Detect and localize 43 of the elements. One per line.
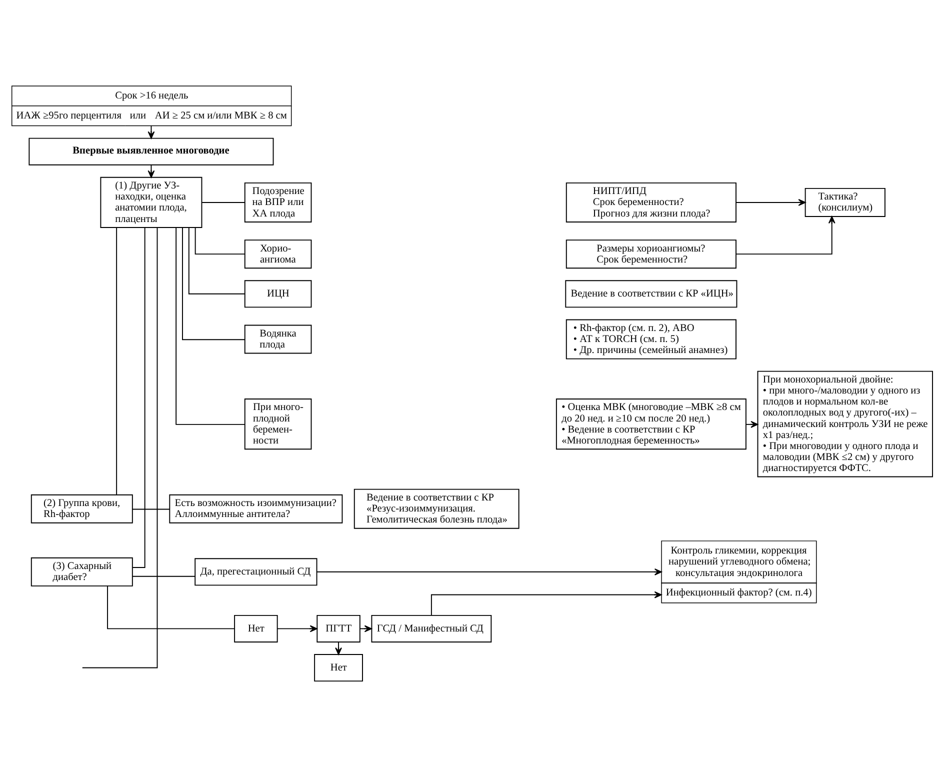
node-box: ПГТТ — [316, 614, 360, 642]
connector — [182, 227, 246, 340]
connector — [107, 585, 235, 630]
arrow — [335, 642, 342, 655]
node-box: НИПТ/ИПД Срок беременности? Прогноз для жизни плода? — [566, 182, 736, 222]
arrow — [746, 420, 758, 428]
node-box: Размеры хориоангиомы? Срок беременности? — [566, 240, 736, 269]
node-box: Подозрение на ВПР или ХА плода — [244, 182, 312, 222]
connector — [116, 227, 118, 496]
arrow — [736, 216, 836, 255]
node-box: При много-плодной беремен-ности — [244, 398, 312, 450]
node-box: (3) Сахарный диабет? — [30, 557, 133, 586]
node-box: Хорио-ангиома — [244, 240, 312, 269]
arrow — [736, 199, 806, 206]
arrow — [360, 625, 372, 632]
connector — [132, 576, 196, 577]
node-box: Ведение в соответствии с КР «ИЦН» — [565, 280, 738, 308]
node-box: Да, прегестационный СД — [194, 558, 318, 586]
connector — [188, 227, 246, 294]
arrow — [430, 591, 662, 616]
node-box: (2) Группа крови, Rh-фактор — [30, 494, 133, 524]
connector — [194, 227, 246, 255]
connector — [132, 508, 170, 510]
node-box: ГСД / Манифестный СД — [371, 614, 492, 642]
node-box: ИЦН — [244, 280, 312, 308]
node-box: Нет — [314, 654, 363, 682]
connector — [132, 227, 146, 568]
arrow — [148, 164, 155, 178]
arrow — [316, 568, 662, 576]
node-box: Тактика? (консилиум) — [804, 188, 886, 217]
connector — [82, 227, 158, 668]
node-box: • Rh-фактор (см. п. 2), АВО • АТ к TORCH (см. п. 5) • Др. причины (семейный анамнез) — [566, 319, 736, 360]
node-box: Ведение в соответствии с КР «Резус-изоиммунизация. Гемолитическая болезнь плода» — [354, 488, 520, 529]
node-box: (1) Другие УЗ-находки, оценка анатомии плода, плаценты — [100, 176, 202, 228]
node-box: Водянка плода — [244, 324, 312, 354]
node-box: Есть возможность изоиммунизации? Аллоиммунные антитела? — [169, 494, 343, 524]
node-box: Нет — [234, 614, 278, 642]
connector — [202, 202, 246, 203]
node-box: При монохориальной двойне: • при много-/маловодии у одного из плодов и нормальном кол-ве околоплодных вод у другого(-их) – динамический контроль УЗИ не реже х1 раз/нед.; • При многоводии у одного плода и маловодии (МВК ≤2 см) у другого диагностируется ФФТС. — [757, 370, 933, 478]
node-box: Впервые выявленное многоводие — [28, 138, 274, 166]
connector — [176, 227, 246, 425]
node-box: • Оценка МВК (многоводие –МВК ≥8 см до 20 нед. и ≥10 см после 20 нед.) • Ведение в соответствии с КР «Многоплодная беременность» — [556, 398, 746, 450]
arrow — [276, 625, 318, 632]
